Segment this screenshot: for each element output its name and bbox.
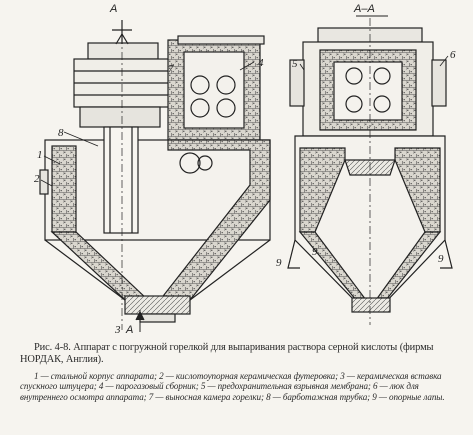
callout-3: 3 [114,324,121,336]
apparatus-drawing: А–А A A 1 2 3 4 5 6 7 8 9 9 9 [34,3,456,336]
caption-legend: 1 — стальной корпус аппарата; 2 — кислот… [20,370,445,402]
figure-caption: Рис. 4-8. Аппарат с погружной горелкой д… [20,342,460,403]
section-label: А–А [353,3,375,15]
callout-2: 2 [34,173,40,185]
callout-7: 7 [168,63,174,75]
caption-title: Рис. 4-8. Аппарат с погружной горелкой д… [20,342,434,366]
callout-9-right: 9 [438,253,444,265]
left-view [39,20,271,332]
callout-1: 1 [37,149,43,161]
right-view [287,15,453,325]
callout-labels: А–А A A 1 2 3 4 5 6 7 8 9 9 9 [34,3,456,336]
callout-4: 4 [258,57,264,69]
cut-mark-a-top: A [109,3,117,15]
callout-9-mid: 9 [312,246,318,258]
callout-6: 6 [450,49,456,61]
callout-8: 8 [58,127,64,139]
callout-5: 5 [292,58,298,70]
callout-9-left: 9 [276,257,282,269]
cut-mark-a: A [125,324,133,336]
